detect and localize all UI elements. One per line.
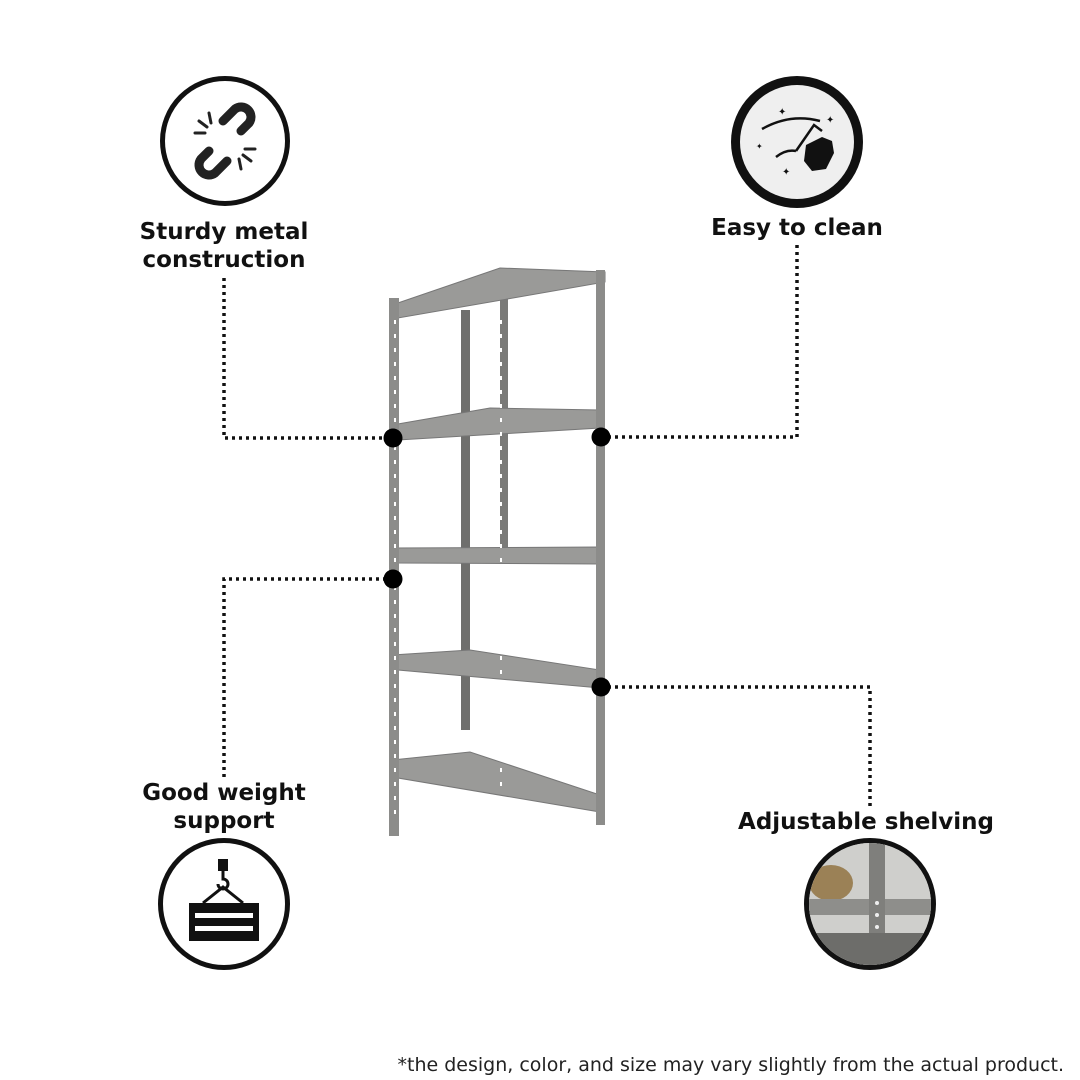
post-hole [394, 782, 396, 786]
post-hole [500, 474, 502, 478]
post-hole [394, 698, 396, 702]
post-hole [500, 390, 502, 394]
post-hole [394, 558, 396, 562]
post-hole [394, 362, 396, 366]
post-hole [500, 782, 502, 786]
svg-text:✦: ✦ [778, 107, 786, 118]
post-hole [394, 404, 396, 408]
post-hole [500, 320, 502, 324]
post-hole [500, 712, 502, 716]
post-hole [500, 544, 502, 548]
post-hole [394, 600, 396, 604]
post-hole [394, 712, 396, 716]
post-hole [500, 446, 502, 450]
post-hole [500, 768, 502, 772]
post-hole [394, 530, 396, 534]
post-hole [394, 348, 396, 352]
post-hole [394, 502, 396, 506]
post-hole [394, 628, 396, 632]
label-line: Easy to clean [711, 215, 883, 241]
post-hole [394, 376, 396, 380]
post-hole [500, 726, 502, 730]
post-hole [500, 656, 502, 660]
post-hole [394, 418, 396, 422]
post-hole [394, 474, 396, 478]
post-hole [394, 446, 396, 450]
feature-label-weight-support: Good weight support [142, 779, 306, 835]
svg-text:✦: ✦ [756, 142, 763, 151]
label-line: support [173, 808, 275, 834]
post-hole [500, 558, 502, 562]
post-hole [394, 726, 396, 730]
hand-wiping-icon: ✦ ✦ ✦ ✦ [731, 76, 863, 208]
post-hole [500, 698, 502, 702]
shelf-closeup-photo [804, 838, 936, 970]
post-hole [394, 614, 396, 618]
post-hole [500, 754, 502, 758]
post-hole [500, 488, 502, 492]
post-hole [500, 586, 502, 590]
label-line: Good weight [142, 780, 306, 806]
post-hole [500, 404, 502, 408]
post-hole [394, 516, 396, 520]
label-line: Sturdy metal [139, 219, 309, 245]
post-hole [500, 684, 502, 688]
post-hole [394, 768, 396, 772]
feature-label-sturdy-metal: Sturdy metal construction [140, 218, 309, 274]
post-hole [500, 348, 502, 352]
post-hole [394, 390, 396, 394]
svg-text:✦: ✦ [826, 115, 834, 126]
metal-shelf-unit [389, 267, 606, 836]
post-hole [500, 530, 502, 534]
feature-label-easy-clean: Easy to clean [711, 214, 883, 242]
hanging-weight-crate-icon [158, 838, 290, 970]
post-hole [500, 642, 502, 646]
post-hole [394, 642, 396, 646]
post-hole [500, 810, 502, 814]
post-hole [500, 502, 502, 506]
post-hole [500, 628, 502, 632]
post-hole [394, 460, 396, 464]
post-hole [394, 320, 396, 324]
post-hole [500, 600, 502, 604]
post-hole [500, 670, 502, 674]
post-hole [394, 488, 396, 492]
connector-dots [383, 427, 611, 697]
post-hole [500, 362, 502, 366]
post-hole [500, 572, 502, 576]
post-hole [394, 754, 396, 758]
post-hole [394, 810, 396, 814]
post-hole [394, 334, 396, 338]
label-line: construction [142, 247, 306, 273]
connector-lines [222, 245, 872, 806]
post-hole [500, 432, 502, 436]
broken-chain-link-icon [160, 76, 290, 206]
disclaimer-text: *the design, color, and size may vary sl… [397, 1054, 1064, 1076]
post-hole [394, 544, 396, 548]
post-hole [394, 684, 396, 688]
post-hole [500, 796, 502, 800]
post-hole [394, 656, 396, 660]
post-hole [500, 460, 502, 464]
post-hole [394, 740, 396, 744]
post-hole [500, 740, 502, 744]
label-line: Adjustable shelving [738, 809, 994, 835]
svg-text:✦: ✦ [782, 167, 790, 178]
post-hole [500, 418, 502, 422]
post-hole [500, 376, 502, 380]
post-hole [500, 334, 502, 338]
post-hole [500, 614, 502, 618]
post-hole [500, 516, 502, 520]
feature-label-adjustable-shelving: Adjustable shelving [738, 808, 994, 836]
post-hole [394, 796, 396, 800]
post-hole [394, 670, 396, 674]
